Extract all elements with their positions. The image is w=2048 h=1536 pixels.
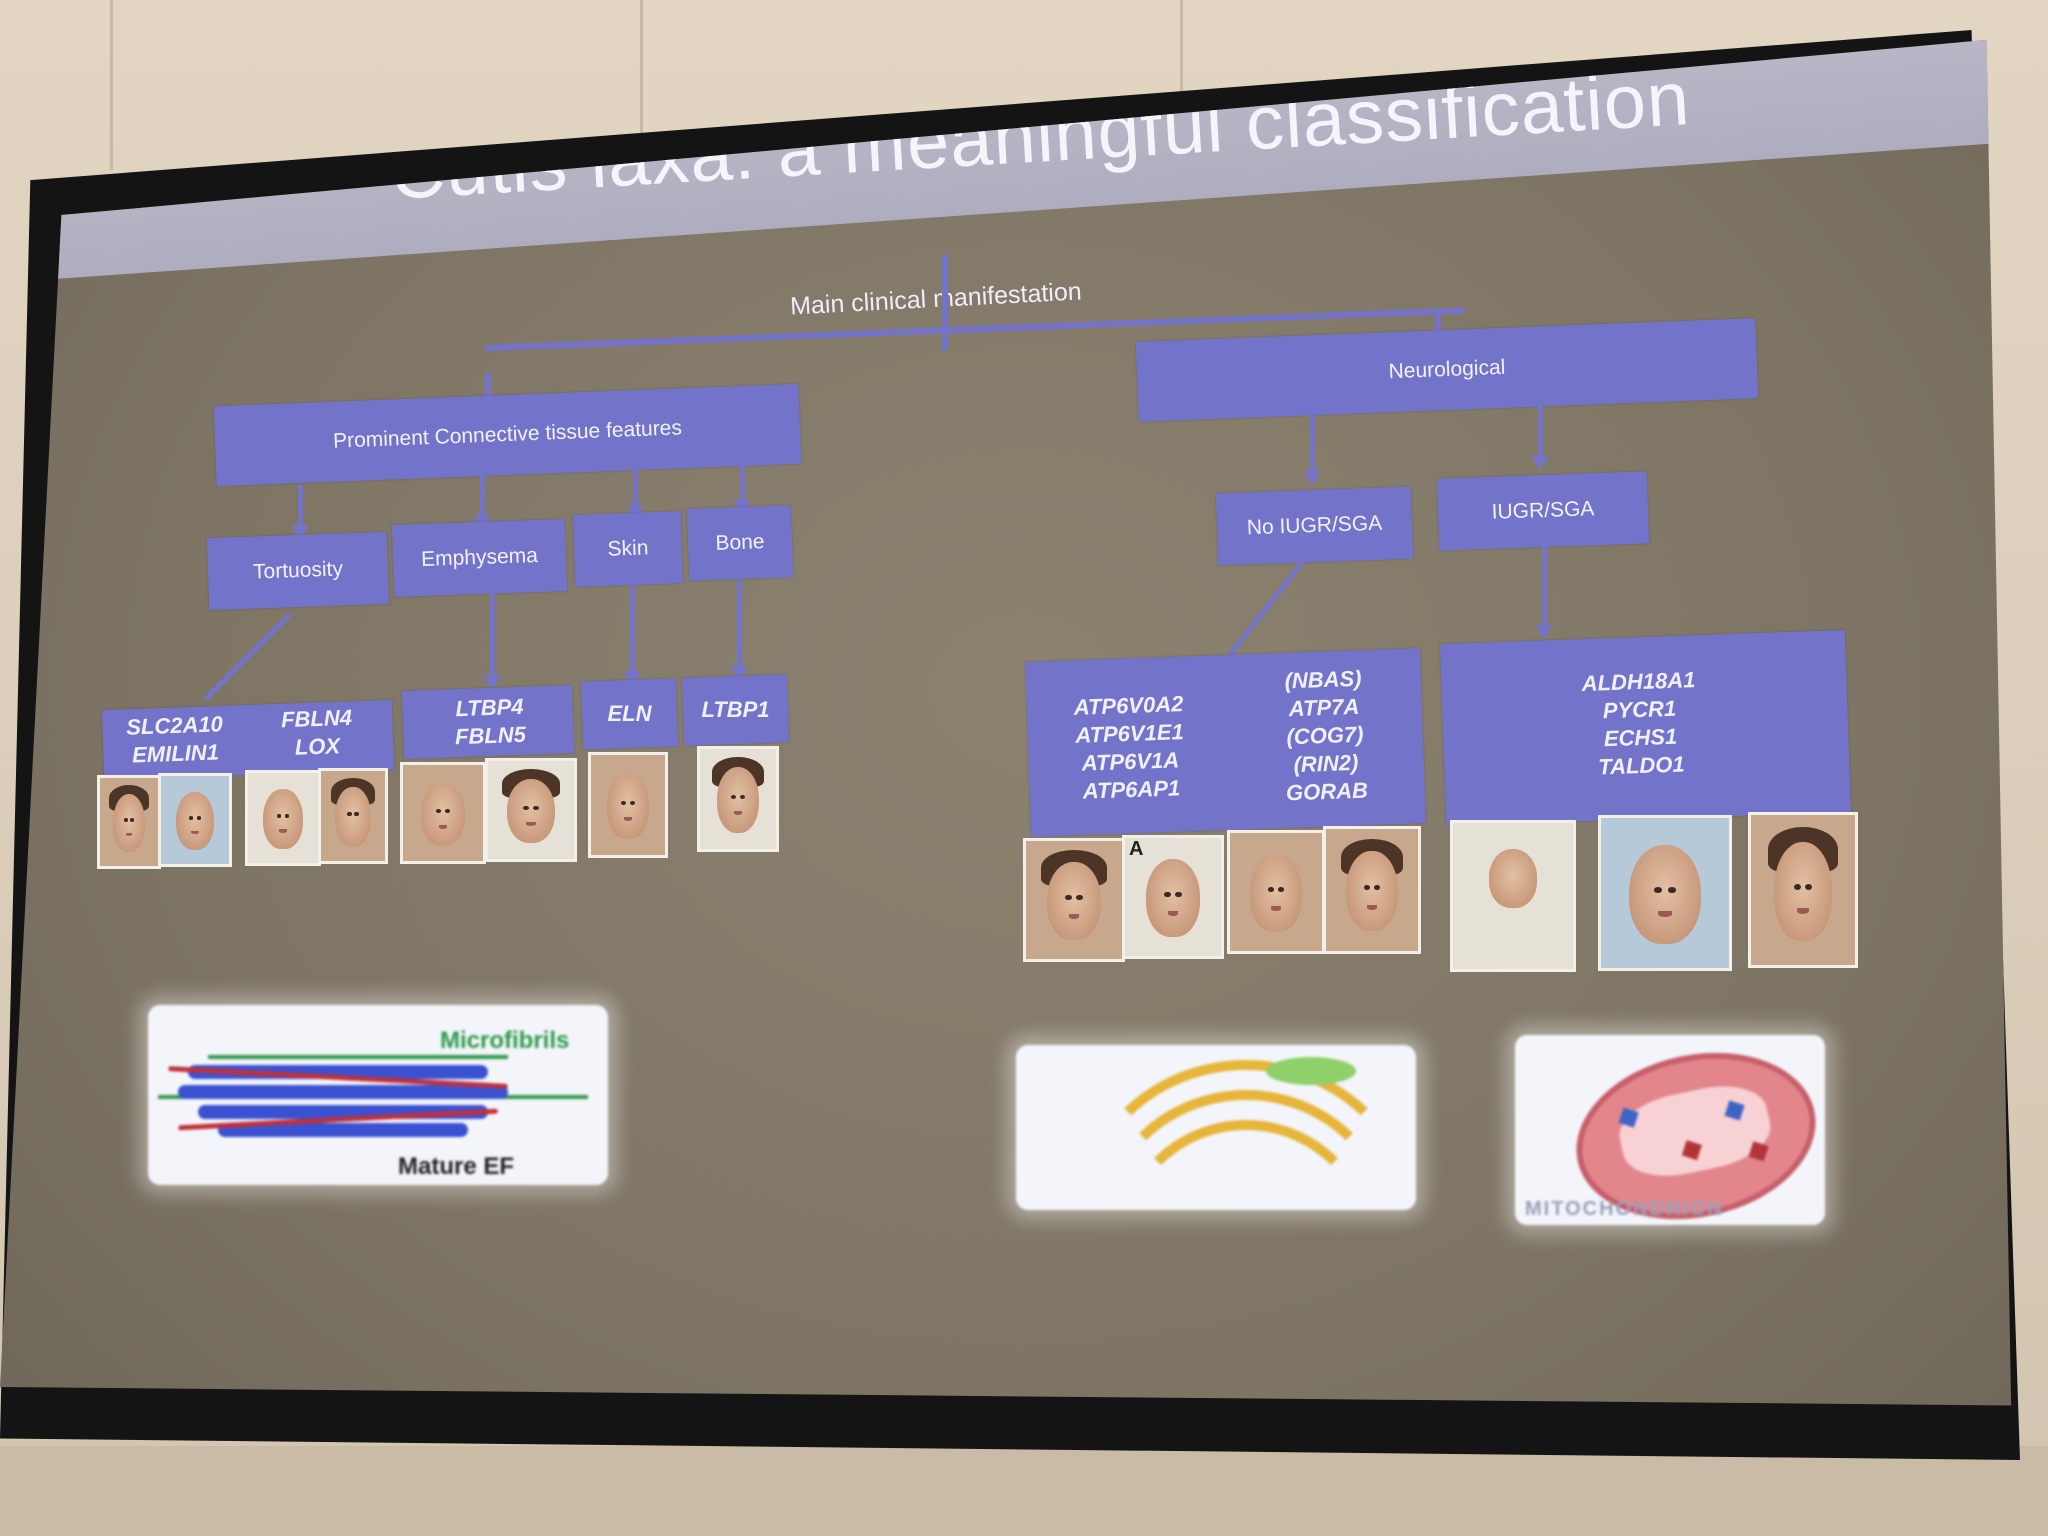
patient-photo <box>1323 826 1421 954</box>
arrow-tortuosity-genes <box>203 612 292 702</box>
golgi-cisterna <box>1116 1120 1376 1210</box>
mitochondrion-label: MITOCHONDRION <box>1525 1198 1724 1220</box>
wall-seam <box>640 0 643 170</box>
patient-photo <box>97 775 161 869</box>
genes-nbas-group: (NBAS) ATP7A (COG7) (RIN2) GORAB <box>1253 664 1398 809</box>
sub-emphysema: Emphysema <box>391 519 568 597</box>
patient-photo <box>1227 830 1325 954</box>
genes-slc2a10-group: SLC2A10 EMILIN1 <box>119 710 231 770</box>
patient-photo <box>1023 838 1125 962</box>
microfibrils-label: Microfibrils <box>440 1027 570 1054</box>
gene-atp6v1e1: ATP6V1E1 <box>1074 719 1185 748</box>
patient-photo: A <box>1122 835 1224 959</box>
patient-photo <box>318 768 388 864</box>
patient-photo <box>1598 815 1732 971</box>
gene-atp6ap1: ATP6AP1 <box>1082 775 1181 804</box>
wall-seam <box>1180 0 1183 170</box>
genes-fbln4-group: FBLN4 LOX <box>261 703 373 763</box>
arrow-skin-genes <box>623 585 641 685</box>
gene-ltbp1: LTBP1 <box>701 697 770 722</box>
gene-aldh18a1: ALDH18A1 <box>1581 667 1696 697</box>
genes-aldh18a1-group: ALDH18A1 PYCR1 ECHS1 TALDO1 <box>1558 665 1722 783</box>
wall-seam <box>110 0 113 170</box>
mitochondrion-figure: MITOCHONDRION <box>1515 1035 1825 1225</box>
gene-emilin1: EMILIN1 <box>131 739 220 768</box>
arrow-no-iugr <box>1303 415 1321 485</box>
sub-bone: Bone <box>686 505 794 581</box>
elastin-fiber <box>178 1085 508 1099</box>
sub-no-iugr: No IUGR/SGA <box>1215 486 1414 566</box>
connective-connector <box>485 372 491 400</box>
sub-skin: Skin <box>572 511 684 587</box>
genes-ltbp4-group: LTBP4 FBLN5 <box>424 692 556 753</box>
elastic-fiber-figure: Microfibrils Mature EF <box>148 1005 608 1185</box>
gene-fbln4: FBLN4 <box>280 704 353 733</box>
gene-gorab: GORAB <box>1285 777 1369 806</box>
branch-connective: Prominent Connective tissue features <box>213 383 802 487</box>
gene-lox: LOX <box>294 733 341 760</box>
patient-photo <box>588 752 668 858</box>
gene-slc2a10: SLC2A10 <box>125 711 224 740</box>
patient-photo <box>400 762 486 864</box>
gene-taldo1: TALDO1 <box>1597 751 1686 780</box>
golgi-figure <box>1016 1045 1416 1210</box>
genes-atp6-group: ATP6V0A2 ATP6V1E1 ATP6V1A ATP6AP1 <box>1053 689 1207 806</box>
patient-photo <box>245 770 321 866</box>
gene-ltbp4: LTBP4 <box>455 693 524 722</box>
root-connector <box>942 255 948 350</box>
patient-photo <box>1748 812 1858 968</box>
arrow-no-iugr-genes <box>1228 554 1309 657</box>
arrow-bone-genes <box>730 580 748 680</box>
floor-band <box>0 1446 2048 1536</box>
golgi-cisterna <box>1096 1090 1396 1210</box>
patient-photo <box>697 746 779 852</box>
patient-photo <box>1450 820 1576 972</box>
er-membrane <box>1266 1057 1356 1085</box>
branch-neurological: Neurological <box>1135 318 1759 422</box>
arrow-iugr-genes <box>1535 545 1553 639</box>
microfibril-line <box>208 1055 508 1059</box>
arrow-iugr <box>1531 400 1549 470</box>
mitochondrion-cristae <box>1613 1076 1777 1186</box>
sub-iugr: IUGR/SGA <box>1436 471 1650 551</box>
gene-fbln5: FBLN5 <box>454 721 527 750</box>
protein-marker <box>1748 1141 1769 1162</box>
mitochondrion-shape <box>1560 1035 1825 1225</box>
golgi-cisterna <box>1076 1060 1416 1210</box>
arrow-bone <box>733 460 751 514</box>
arrow-skin <box>626 465 644 519</box>
sub-tortuosity: Tortuosity <box>206 531 390 611</box>
photo-panel-letter: A <box>1129 838 1144 860</box>
arrow-emphysema <box>473 475 491 529</box>
mature-ef-label: Mature EF <box>398 1153 515 1180</box>
patient-photo <box>158 773 232 867</box>
elastin-fiber <box>218 1123 468 1137</box>
arrow-emphysema-genes <box>483 592 501 689</box>
gene-eln: ELN <box>607 701 652 726</box>
arrow-tortuosity <box>291 485 309 539</box>
patient-photo <box>485 758 577 862</box>
neuro-connector <box>1435 310 1441 340</box>
